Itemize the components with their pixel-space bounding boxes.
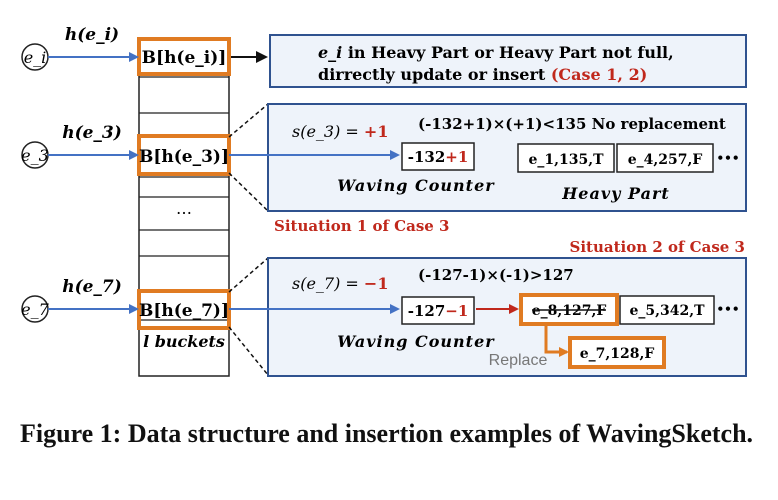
s2-sign: s(e_7) = −1 [292, 274, 388, 293]
bucket-e3-label: B[h(e_3)] [139, 147, 229, 167]
s2-sign-val: −1 [364, 274, 389, 293]
case12-note: e_i in Heavy Part or Heavy Part not full… [269, 34, 747, 88]
note-line1-rest: in Heavy Part or Heavy Part not full, [342, 43, 673, 62]
situation1-label: Situation 1 of Case 3 [274, 217, 450, 235]
zoom-line-s1-top [228, 103, 269, 138]
bucket-e7-label: B[h(e_7)] [139, 301, 229, 321]
s1-counter: -132+1 [408, 148, 469, 166]
s1-counter-red: +1 [445, 148, 468, 166]
s1-counter-label: Waving Counter [337, 176, 495, 195]
s1-condition: (-132+1)×(+1)<135 No replacement [418, 115, 726, 133]
note-line2-black: dirrectly update or insert [318, 65, 551, 84]
bucket-ellipsis: … [176, 199, 192, 218]
s2-heavy-ellipsis: ••• [716, 302, 739, 316]
item-e7-label: e_7 [21, 300, 49, 319]
zoom-line-s2-bottom [228, 326, 269, 376]
situation2-label: Situation 2 of Case 3 [570, 238, 746, 256]
s1-heavy-label: Heavy Part [561, 184, 670, 203]
s1-sign-val: +1 [364, 122, 389, 141]
s2-new-item: e_7,128,F [580, 346, 655, 362]
s2-counter-box [401, 296, 475, 325]
situation1-panel: s(e_3) = +1 (-132+1)×(+1)<135 No replace… [229, 103, 747, 212]
s1-sign-expr: s(e_3) = [292, 122, 364, 141]
replace-arrow [544, 326, 569, 357]
zoom-line-s2-top [228, 257, 269, 293]
item-ei-label: e_i [24, 48, 47, 67]
situation2-panel: s(e_7) = −1 (-127-1)×(-1)>127 -127−1 Wav… [229, 257, 747, 377]
bucket-ei-label: B[h(e_i)] [142, 48, 227, 68]
s1-counter-black: -132 [408, 148, 446, 166]
s2-sign-expr: s(e_7) = [292, 274, 364, 293]
figure-caption: Figure 1: Data structure and insertion e… [20, 419, 754, 448]
s2-counter-label: Waving Counter [337, 332, 495, 351]
replace-label: Replace [489, 352, 548, 369]
s2-other-item: e_5,342,T [629, 303, 705, 319]
s1-heavy-item-1: e_1,135,T [528, 152, 604, 168]
zoom-line-s1-bottom [228, 172, 269, 212]
hash-e3: h(e_3) [62, 123, 122, 143]
item-e3: e_3 [21, 141, 49, 169]
item-e7: e_7 [21, 295, 50, 323]
bucket-array: … [138, 37, 230, 377]
bucket-ei: B[h(e_i)] [137, 37, 231, 76]
buckets-label: l buckets [143, 332, 225, 351]
item-ei: e_i [21, 43, 49, 71]
note-line1-item: e_i [318, 43, 342, 62]
s2-counter: -127−1 [408, 302, 469, 320]
s2-new-slot [568, 336, 666, 369]
note-line2: dirrectly update or insert (Case 1, 2) [318, 65, 647, 84]
hash-e7: h(e_7) [62, 277, 122, 297]
hash-ei: h(e_i) [65, 25, 119, 45]
s2-condition: (-127-1)×(-1)>127 [418, 266, 574, 284]
s1-heavy-slot-2 [616, 143, 714, 173]
s1-heavy-ellipsis: ••• [716, 151, 739, 165]
s1-heavy-item-2: e_4,257,F [628, 152, 703, 168]
s2-counter-red: −1 [445, 302, 468, 320]
note-line2-red: (Case 1, 2) [551, 65, 647, 84]
s2-heavy-slot-2 [619, 295, 715, 325]
s1-heavy-slot-1 [517, 143, 615, 173]
s1-sign: s(e_3) = +1 [292, 122, 388, 141]
s1-counter-box [401, 142, 475, 171]
note-line1: e_i in Heavy Part or Heavy Part not full… [318, 43, 674, 62]
item-e3-label: e_3 [21, 146, 49, 165]
s2-replaced-item: e_8,127,F [532, 303, 607, 319]
s2-counter-black: -127 [408, 302, 446, 320]
